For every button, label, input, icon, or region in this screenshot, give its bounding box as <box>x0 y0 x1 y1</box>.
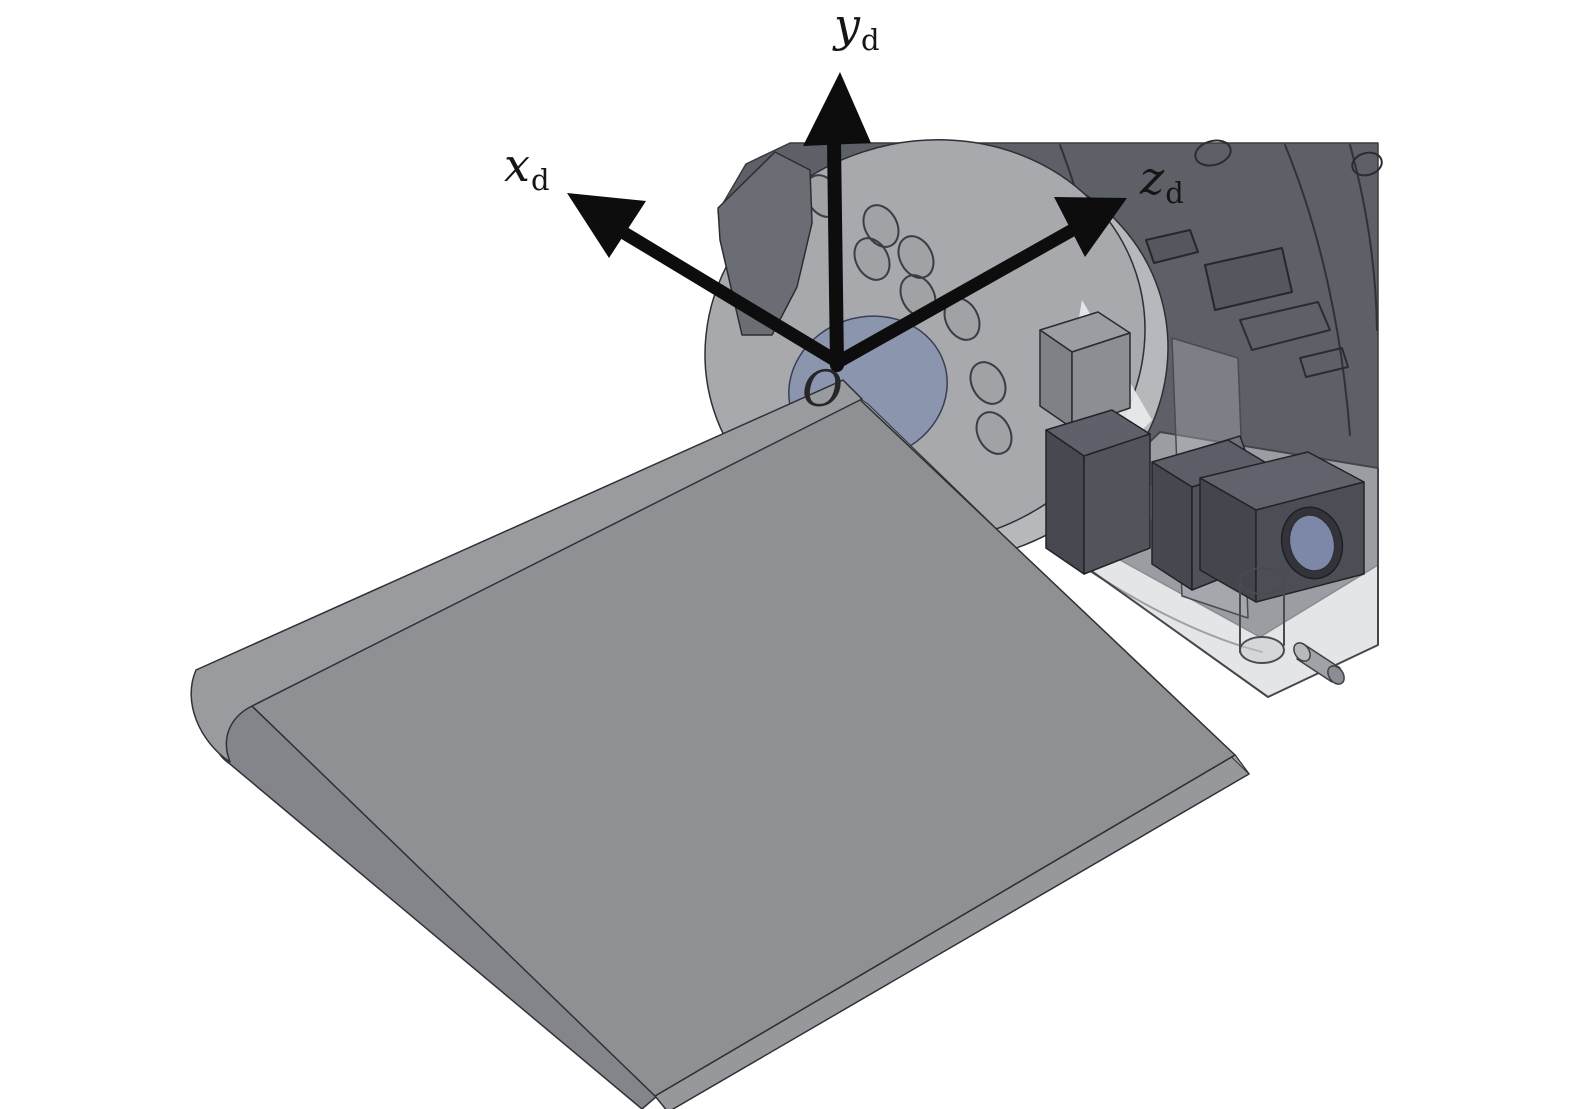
housing-bracket-outline-2 <box>1299 347 1349 378</box>
origin-label-main: O <box>802 360 843 418</box>
y-axis-label: yd <box>834 2 880 55</box>
z-axis-shaft <box>831 221 1083 369</box>
disc-hole-5 <box>897 235 935 279</box>
z-axis-arrowhead <box>1054 197 1127 257</box>
standoff-cylinder-bottom <box>1239 636 1285 664</box>
housing-hole-outline-1 <box>1194 139 1232 167</box>
housing-wire-arc-3 <box>1284 144 1351 436</box>
housing-wire-arc-4 <box>1349 144 1378 331</box>
y-axis-label-sub: d <box>861 23 880 57</box>
disc-hole-4 <box>853 237 891 281</box>
disc-hole-9 <box>975 411 1013 455</box>
z-axis-label-sub: d <box>1165 176 1184 210</box>
bracket-box-front <box>1045 429 1085 575</box>
housing-hole-outline-2 <box>1351 151 1383 177</box>
standoff-cylinder-top <box>1239 567 1285 595</box>
x-axis-label-main: x <box>504 138 530 192</box>
y-axis-shaft <box>827 135 844 372</box>
y-axis-arrowhead <box>803 72 871 146</box>
y-axis-label-main: y <box>834 0 860 52</box>
camera-lens-glass <box>1289 514 1335 572</box>
pin-cylinder-end-far <box>1327 665 1345 685</box>
bracket-box-side <box>1083 433 1151 575</box>
mount-block-side <box>1071 332 1131 429</box>
housing-vent-slot-1 <box>1145 229 1199 264</box>
plate-leading-edge <box>190 379 863 763</box>
origin-label: O <box>802 364 843 414</box>
clamp-wedge <box>717 151 813 336</box>
x-axis-shaft <box>599 215 845 369</box>
disc-hole-3 <box>862 204 900 248</box>
x-axis-label-sub: d <box>530 163 550 197</box>
housing-bracket-outline-1 <box>1239 301 1331 351</box>
housing-vent-slot-2 <box>1204 247 1293 311</box>
x-axis-label: xd <box>504 142 550 195</box>
pin-cylinder-end-near <box>1293 642 1311 662</box>
z-axis-label-main: z <box>1140 151 1165 205</box>
x-axis-arrowhead <box>567 193 646 258</box>
disc-hole-8 <box>969 361 1007 405</box>
z-axis-label: zd <box>1140 155 1184 208</box>
